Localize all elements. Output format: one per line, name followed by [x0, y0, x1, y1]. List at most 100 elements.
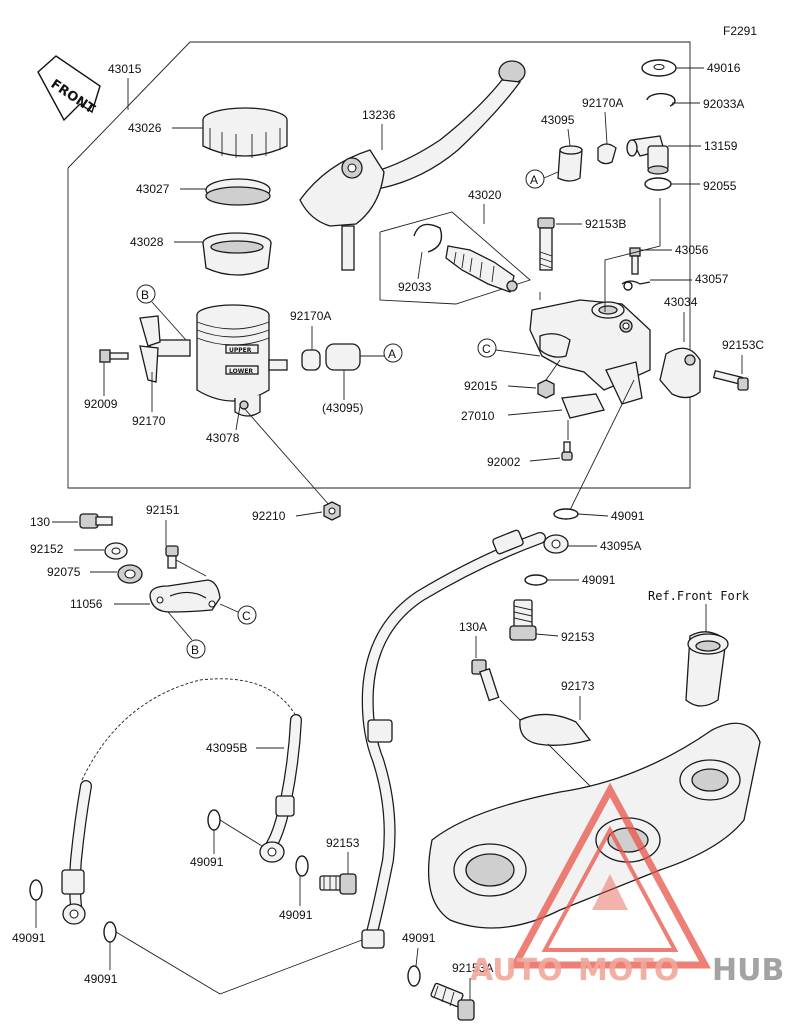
circlip-92033A — [646, 92, 676, 107]
clamp-92170A-top — [597, 143, 617, 165]
reservoir-hose-short — [325, 343, 361, 371]
brake-hose-43095B — [259, 714, 302, 863]
washer-49091-b — [524, 574, 548, 586]
label-49091-d: 49091 — [279, 908, 313, 922]
brake-hose-upper — [361, 529, 546, 949]
label-43078: 43078 — [206, 431, 240, 445]
banjo-bolt-92153-a — [509, 599, 537, 641]
label-92170A-mid: 92170A — [290, 309, 331, 323]
hose-guide-92173 — [519, 713, 592, 746]
label-49016: 49016 — [707, 61, 741, 75]
label-43026: 43026 — [128, 121, 162, 135]
bolt-130A — [471, 659, 500, 702]
piston-assembly — [445, 245, 518, 293]
label-92153A: 92153A — [452, 961, 493, 975]
hose-routing-line — [81, 678, 297, 781]
banjo-43095A — [543, 534, 569, 554]
label-92009: 92009 — [84, 397, 118, 411]
washer-49091-g — [407, 965, 421, 987]
piston-kit-boundary — [379, 211, 531, 305]
svg-text:AUTO: AUTO — [470, 953, 563, 988]
label-43057: 43057 — [695, 272, 729, 286]
label-92153-b: 92153 — [326, 836, 360, 850]
brake-switch-27010 — [561, 393, 605, 419]
callout-a-mid: A — [388, 347, 396, 361]
label-43095-paren: (43095) — [322, 401, 363, 415]
label-49091-f: 49091 — [84, 972, 118, 986]
svg-text:HUB: HUB — [712, 953, 784, 988]
label-92002: 92002 — [487, 455, 521, 469]
label-43034: 43034 — [664, 295, 698, 309]
watermark-logo — [509, 782, 711, 969]
label-92055: 92055 — [703, 179, 737, 193]
master-cylinder-body — [529, 299, 651, 405]
callout-b-top: B — [141, 288, 149, 302]
ref-front-fork-label: Ref.Front Fork — [648, 589, 750, 603]
label-92153C: 92153C — [722, 338, 764, 352]
nut-92015 — [537, 379, 555, 399]
label-130A: 130A — [459, 620, 487, 634]
nut-92210 — [323, 501, 341, 521]
label-43015: 43015 — [108, 62, 142, 76]
label-92033A: 92033A — [703, 97, 744, 111]
clamp-92170A-mid — [301, 349, 321, 371]
clamp-43034 — [659, 347, 701, 399]
watermark-text: AUTO MOTO HUB — [470, 953, 784, 988]
brake-fluid-reservoir: UPPER LOWER — [139, 304, 288, 417]
label-13159: 13159 — [704, 139, 738, 153]
figure-code: F2291 — [723, 24, 757, 38]
brake-hose-left — [61, 780, 92, 925]
label-92170: 92170 — [132, 414, 166, 428]
label-43027: 43027 — [136, 182, 170, 196]
washer-49016 — [641, 59, 677, 77]
label-92075: 92075 — [47, 565, 81, 579]
bolt-92153B — [537, 217, 555, 271]
bolt-92009 — [99, 349, 129, 363]
label-49091-a: 49091 — [611, 509, 645, 523]
bolt-130 — [79, 513, 113, 529]
callout-c-top: C — [482, 342, 491, 356]
collar-92152 — [104, 542, 128, 560]
washer-49091-f — [103, 921, 117, 943]
label-49091-e: 49091 — [12, 931, 46, 945]
kit-boundary — [67, 41, 691, 489]
plug-43095 — [557, 145, 583, 182]
label-43028: 43028 — [130, 235, 164, 249]
diaphragm — [202, 232, 272, 276]
washer-49091-c — [207, 809, 221, 831]
label-92033: 92033 — [398, 280, 432, 294]
label-92170A-top: 92170A — [582, 96, 623, 110]
grommet-92075 — [117, 564, 143, 584]
screw-92002 — [561, 441, 573, 461]
label-43095B: 43095B — [206, 741, 247, 755]
hose-fitting-13159 — [626, 135, 669, 175]
bleeder-cap-43057 — [621, 280, 651, 291]
front-arrow-icon: FRONT — [37, 55, 101, 122]
oring-92055 — [644, 177, 672, 191]
label-43056: 43056 — [675, 243, 709, 257]
reservoir-upper-mark: UPPER — [229, 347, 252, 354]
label-27010: 27010 — [461, 409, 495, 423]
circlip-92033 — [413, 223, 443, 253]
label-43095: 43095 — [541, 113, 575, 127]
label-92152: 92152 — [30, 542, 64, 556]
washer-49091-e — [29, 879, 43, 901]
label-92173: 92173 — [561, 679, 595, 693]
reservoir-cap — [202, 107, 288, 158]
label-43020: 43020 — [468, 188, 502, 202]
label-92153B: 92153B — [585, 217, 626, 231]
label-11056: 11056 — [70, 597, 103, 611]
label-49091-g: 49091 — [402, 931, 436, 945]
washer-49091-a — [553, 508, 579, 520]
callout-c-bottom: C — [242, 609, 251, 623]
label-49091-b: 49091 — [582, 573, 616, 587]
bolt-92151 — [165, 545, 179, 569]
bracket-11056 — [149, 579, 221, 613]
callout-a-top: A — [530, 173, 538, 187]
diaphragm-plate — [205, 178, 271, 206]
label-92151: 92151 — [146, 503, 180, 517]
label-92210: 92210 — [252, 509, 286, 523]
label-13236: 13236 — [362, 108, 396, 122]
front-fork-upper-bracket — [427, 631, 761, 929]
banjo-bolt-92153A — [430, 982, 475, 1021]
